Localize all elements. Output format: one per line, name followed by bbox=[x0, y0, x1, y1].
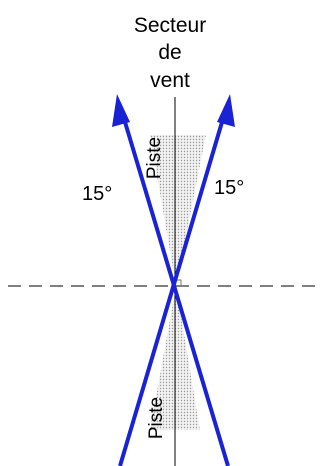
title-line-2: de bbox=[158, 41, 181, 64]
runway-top-area bbox=[150, 135, 206, 286]
arrowhead-left-icon bbox=[112, 94, 130, 127]
arrowhead-right-icon bbox=[217, 94, 235, 127]
wind-line-right bbox=[118, 111, 227, 466]
angle-label-right: 15° bbox=[214, 177, 244, 199]
angle-label-left: 15° bbox=[82, 183, 112, 205]
runway-label-top: Piste bbox=[144, 137, 165, 179]
wind-line-left bbox=[120, 111, 230, 466]
title-line-1: Secteur bbox=[134, 14, 206, 37]
runway-label-bottom: Piste bbox=[146, 397, 167, 439]
title-line-3: vent bbox=[150, 69, 190, 92]
